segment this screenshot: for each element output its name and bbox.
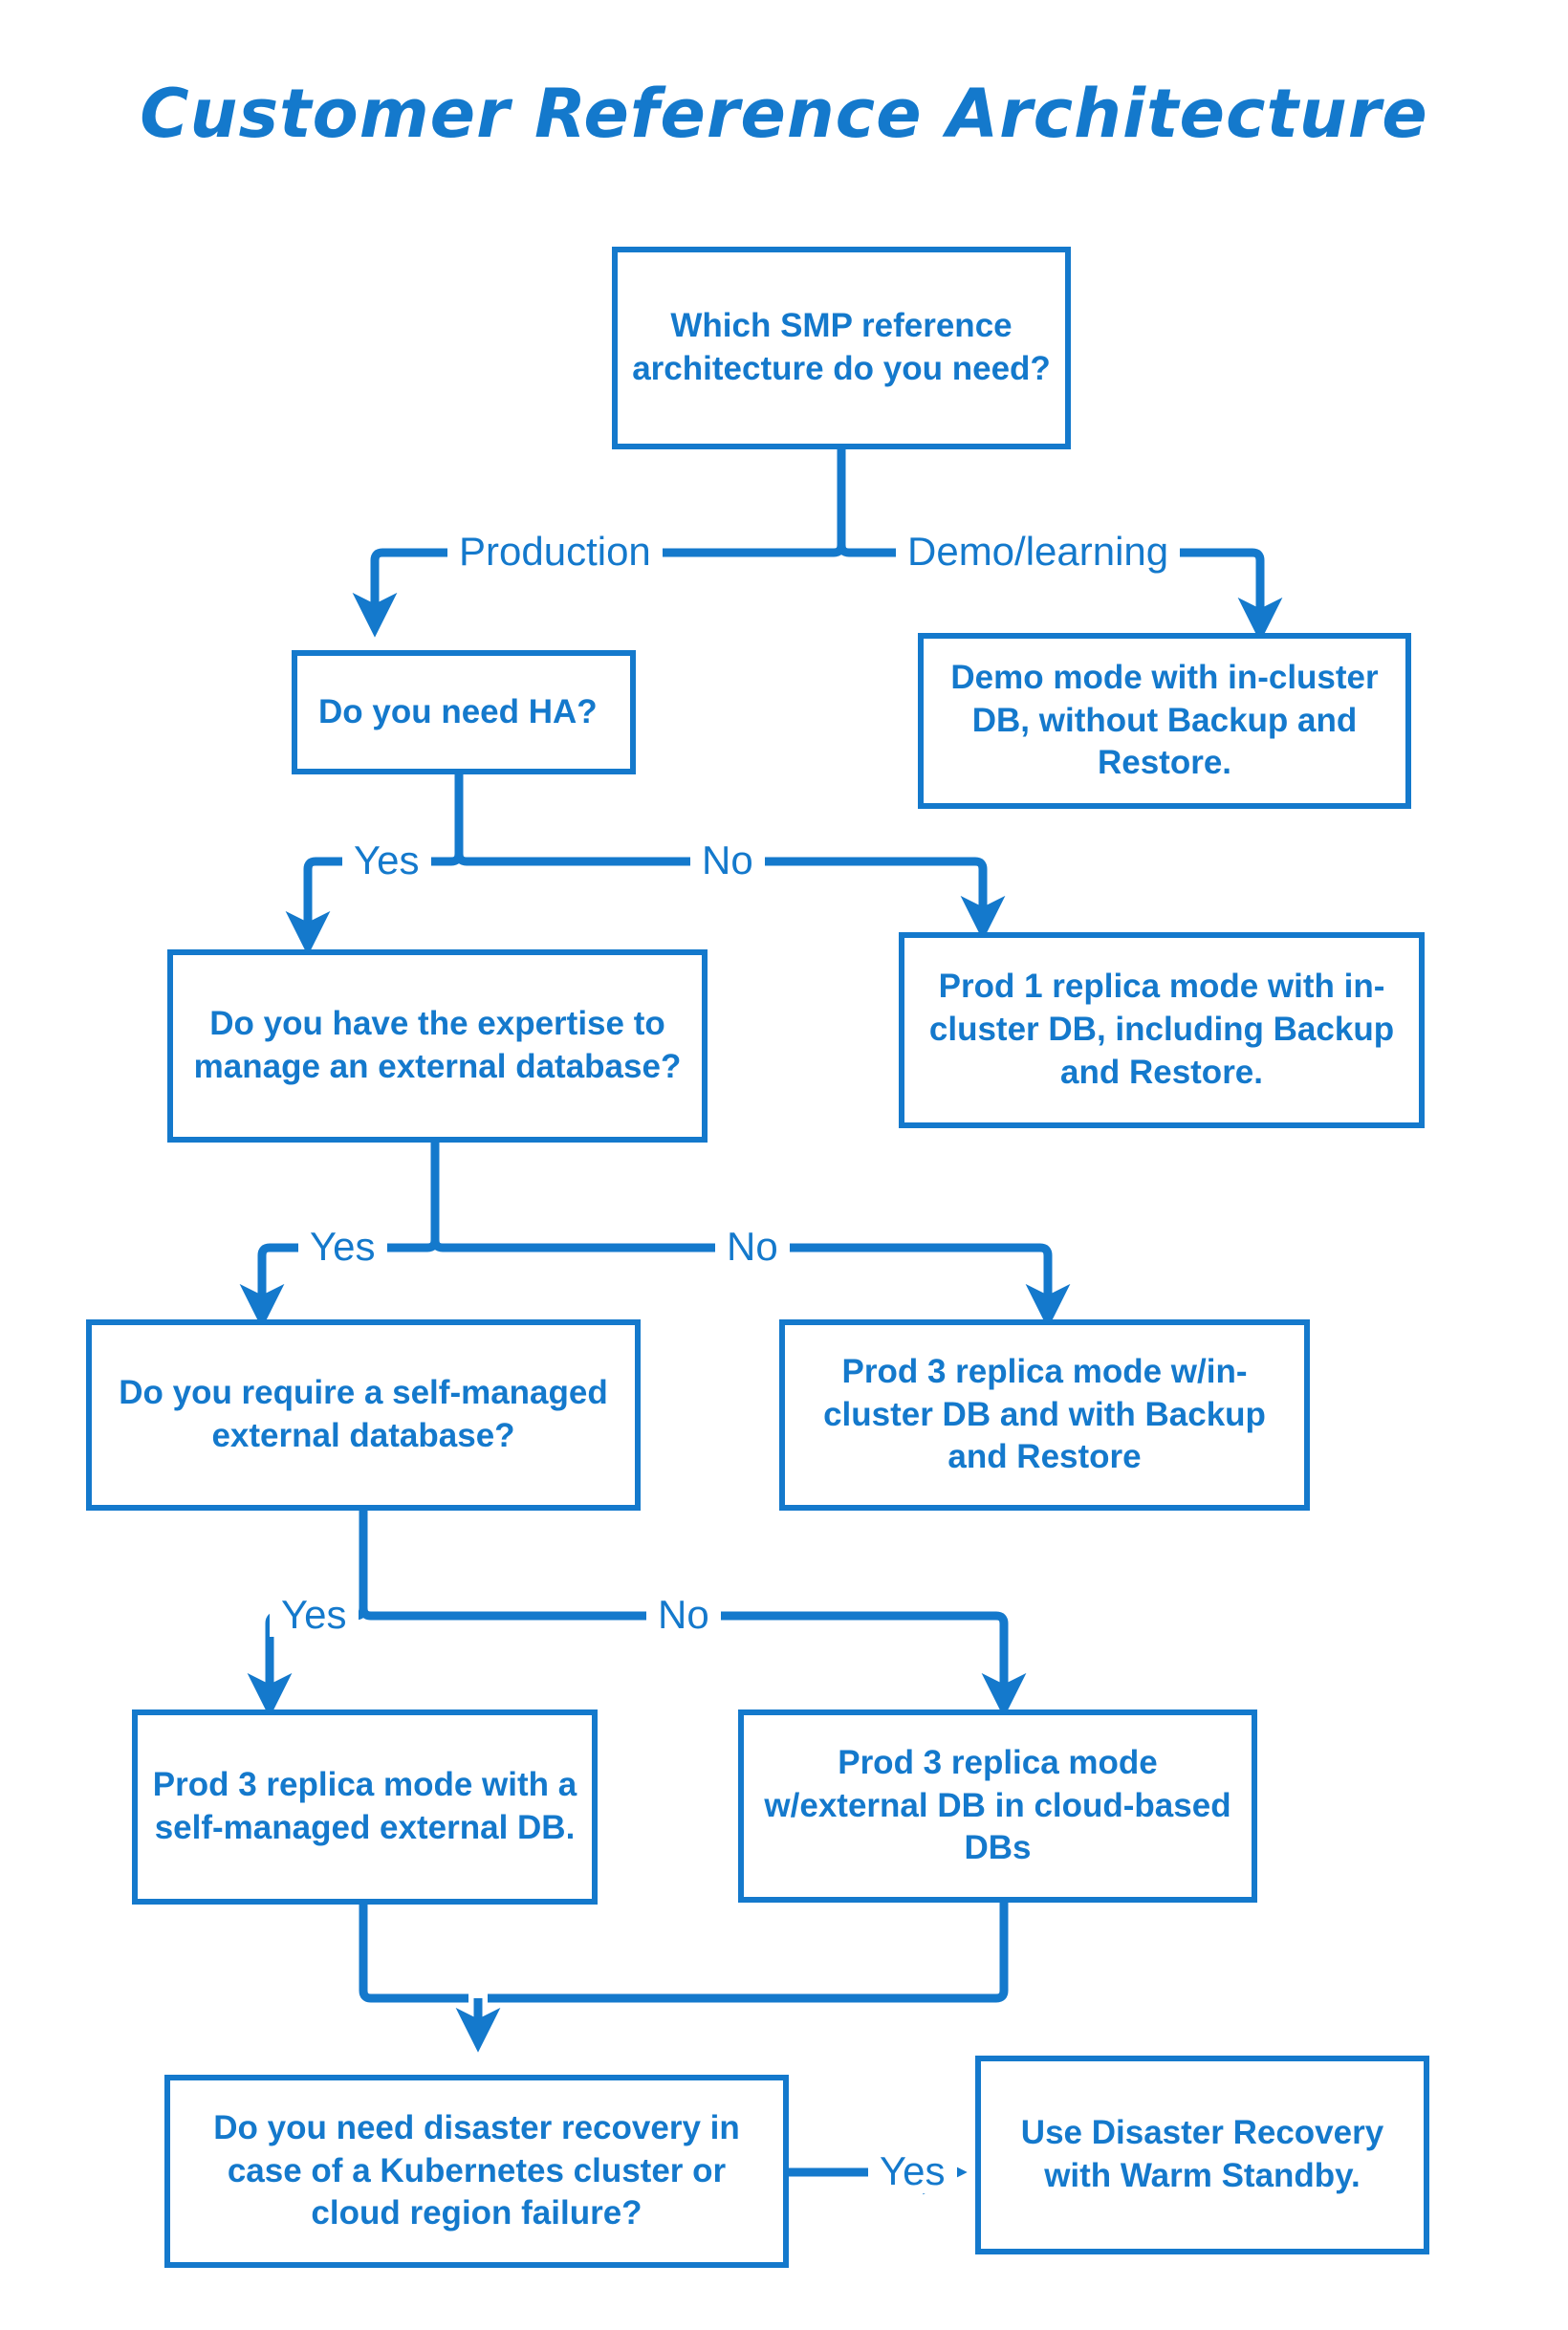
edge-label-selfmanaged-yes: Yes [270, 1593, 359, 1637]
node-which-architecture[interactable]: Which SMP reference architecture do you … [612, 247, 1071, 449]
node-prod1-replica[interactable]: Prod 1 replica mode with in-cluster DB, … [899, 932, 1425, 1128]
edge-label-selfmanaged-no-text: No [658, 1592, 709, 1637]
node-demo-mode-label: Demo mode with in-cluster DB, without Ba… [950, 658, 1379, 782]
edge-label-production: Production [447, 530, 663, 574]
node-require-self-managed-db-label: Do you require a self-managed external d… [119, 1374, 608, 1454]
edge-label-ha-no-text: No [702, 838, 753, 882]
node-demo-mode[interactable]: Demo mode with in-cluster DB, without Ba… [918, 633, 1411, 809]
edge-label-demo-learning-text: Demo/learning [907, 529, 1169, 574]
edge-label-dr-yes-text: Yes [880, 2148, 946, 2193]
page-title: Customer Reference Architecture [140, 75, 1428, 153]
edge-label-dr-yes: Yes [868, 2149, 957, 2193]
wire-merge-right [488, 1903, 1009, 2003]
node-need-disaster-recovery[interactable]: Do you need disaster recovery in case of… [164, 2075, 789, 2268]
edge-label-expertise-no: No [715, 1225, 790, 1269]
node-warm-standby[interactable]: Use Disaster Recovery with Warm Standby. [975, 2056, 1429, 2254]
edge-label-ha-yes: Yes [342, 838, 431, 882]
node-expertise-external-db[interactable]: Do you have the expertise to manage an e… [167, 949, 708, 1143]
node-prod1-replica-label: Prod 1 replica mode with in-cluster DB, … [928, 968, 1395, 1091]
node-need-ha-label: Do you need HA? [318, 692, 598, 730]
edge-label-selfmanaged-yes-text: Yes [281, 1592, 347, 1637]
edge-label-expertise-yes: Yes [298, 1225, 387, 1269]
wire-merge-left [359, 1905, 468, 2003]
node-need-disaster-recovery-label: Do you need disaster recovery in case of… [213, 2108, 740, 2232]
node-prod3-cloud-db[interactable]: Prod 3 replica mode w/external DB in clo… [738, 1709, 1257, 1903]
node-require-self-managed-db[interactable]: Do you require a self-managed external d… [86, 1319, 641, 1511]
edge-label-demo-learning: Demo/learning [896, 529, 1181, 574]
node-prod3-cloud-db-label: Prod 3 replica mode w/external DB in clo… [764, 1743, 1231, 1867]
node-prod3-incluster[interactable]: Prod 3 replica mode w/in-cluster DB and … [779, 1319, 1310, 1511]
edge-label-expertise-yes-text: Yes [310, 1224, 376, 1269]
node-expertise-external-db-label: Do you have the expertise to manage an e… [193, 1005, 682, 1085]
edge-label-production-text: Production [459, 529, 651, 574]
edge-label-expertise-no-text: No [727, 1224, 778, 1269]
node-prod3-incluster-label: Prod 3 replica mode w/in-cluster DB and … [823, 1352, 1266, 1476]
edge-label-ha-no: No [690, 838, 765, 882]
node-warm-standby-label: Use Disaster Recovery with Warm Standby. [1020, 2114, 1384, 2194]
node-prod3-self-managed-label: Prod 3 replica mode with a self-managed … [152, 1766, 577, 1846]
node-prod3-self-managed[interactable]: Prod 3 replica mode with a self-managed … [132, 1709, 598, 1905]
edge-label-ha-yes-text: Yes [354, 838, 420, 882]
node-need-ha[interactable]: Do you need HA? [292, 650, 636, 774]
edge-label-selfmanaged-no: No [646, 1593, 721, 1637]
node-which-architecture-label: Which SMP reference architecture do you … [632, 307, 1051, 387]
